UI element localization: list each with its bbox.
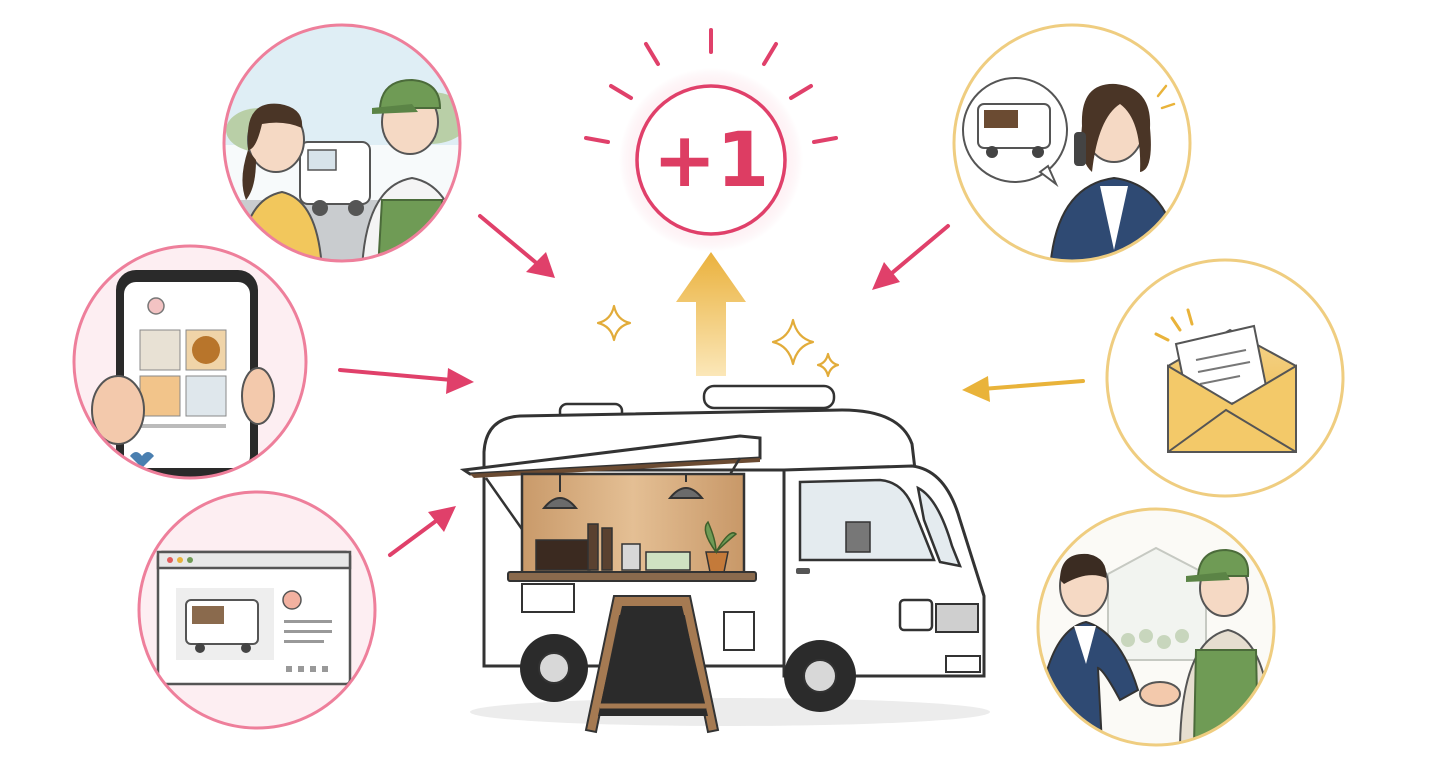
plus-one-badge: +1	[584, 28, 838, 252]
scene-phone-inquiry	[952, 23, 1192, 263]
envelope-letter-icon	[1154, 308, 1297, 453]
ground-shadow	[470, 698, 990, 726]
scene-business-partnership	[1036, 507, 1276, 747]
browser-website-icon	[156, 550, 352, 686]
arrow-social-media	[338, 368, 474, 394]
scene-website	[137, 490, 377, 730]
badge-ring	[635, 84, 787, 236]
arrow-website	[388, 506, 456, 557]
scene-mail	[1105, 258, 1345, 498]
wheel	[784, 640, 856, 712]
sparkle-icon	[596, 304, 840, 378]
arrow-word-of-mouth	[478, 214, 555, 278]
arrow-mail	[962, 376, 1085, 402]
burst-rays-icon	[584, 28, 838, 144]
plus-one-label: +1	[653, 115, 770, 204]
scene-word-of-mouth	[222, 23, 462, 263]
up-arrow-icon	[676, 252, 746, 376]
chalkboard-sign-icon	[584, 595, 720, 734]
wheel	[520, 634, 588, 702]
food-truck-icon	[459, 384, 990, 726]
scene-social-media	[72, 244, 308, 480]
arrow-phone-inquiry	[872, 224, 950, 290]
smartphone-photo-feed-icon	[91, 270, 275, 478]
